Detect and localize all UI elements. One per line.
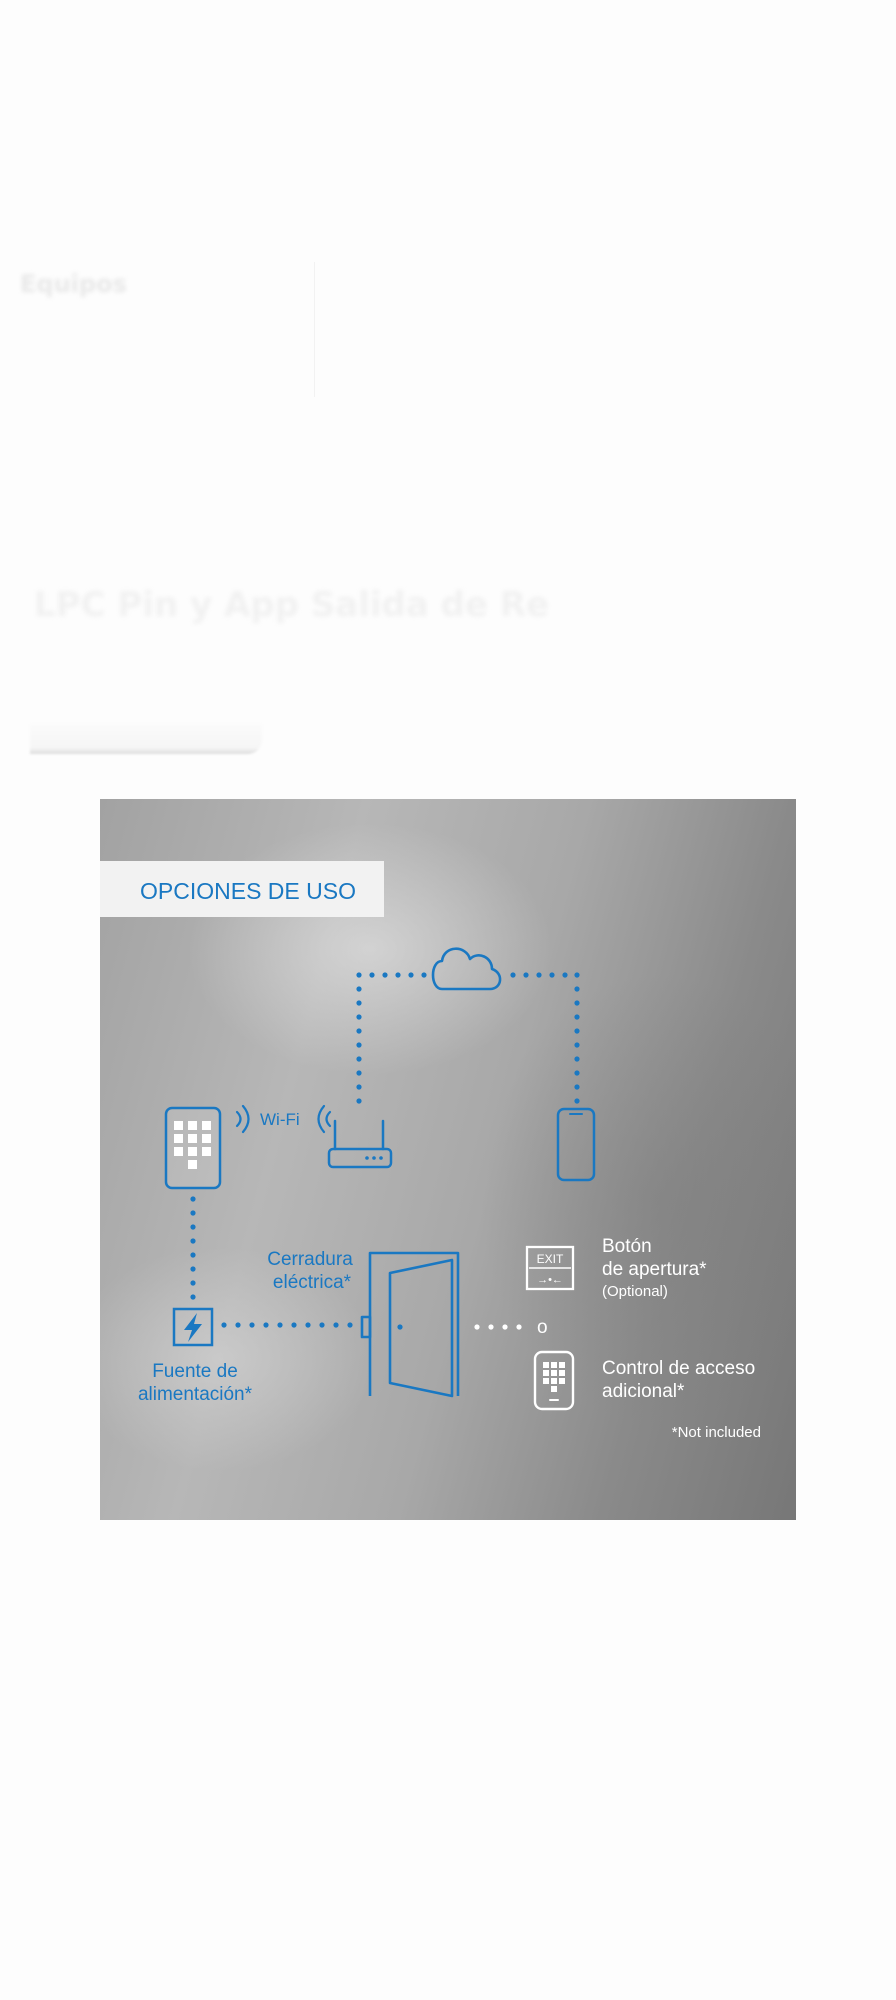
exit-button-icon [525, 1245, 575, 1291]
faded-divider [314, 262, 315, 397]
power-label-line1: Fuente de [152, 1361, 238, 1382]
lock-label-line2: eléctrica* [273, 1272, 352, 1293]
dotted-connections [190, 972, 580, 1328]
faded-product-heading: LPC Pin y App Salida de Re [34, 585, 550, 625]
exit-button-label-line2: de apertura* [602, 1259, 707, 1280]
door-icon [360, 1251, 460, 1398]
exit-button-label-line1: Botón [602, 1236, 652, 1257]
keypad-icon [164, 1106, 222, 1190]
diagram-title: OPCIONES DE USO [140, 878, 356, 904]
header-box [100, 861, 384, 917]
access-control-label-line2: adicional* [602, 1381, 685, 1402]
wifi-label: Wi-Fi [260, 1110, 300, 1129]
access-control-label-line1: Control de acceso [602, 1358, 755, 1379]
router-icon [327, 1119, 393, 1169]
exit-sign-text: EXIT [537, 1252, 564, 1266]
cloud-to-router-line [356, 972, 427, 1104]
smartphone-icon [556, 1107, 596, 1182]
wifi-waves-icon [235, 1104, 332, 1134]
footnote: *Not included [672, 1424, 761, 1441]
power-to-lock-line [221, 1322, 353, 1328]
keypad-to-power-line [190, 1196, 196, 1300]
faded-tab-bar [30, 724, 262, 754]
power-supply-icon [172, 1307, 214, 1347]
access-control-keypad-icon [533, 1350, 575, 1411]
exit-button-note: (Optional) [602, 1283, 668, 1300]
faded-section-title: Equipos [20, 270, 127, 298]
exit-sign-arrows: →•← [537, 1274, 563, 1286]
cloud-icon [431, 947, 502, 991]
or-label: o [537, 1317, 548, 1338]
usage-options-diagram: OPCIONES DE USO [100, 799, 796, 1520]
door-to-options-line [474, 1324, 522, 1330]
cloud-to-phone-line [510, 972, 580, 1104]
power-label-line2: alimentación* [138, 1384, 253, 1405]
lock-label-line1: Cerradura [267, 1249, 353, 1270]
